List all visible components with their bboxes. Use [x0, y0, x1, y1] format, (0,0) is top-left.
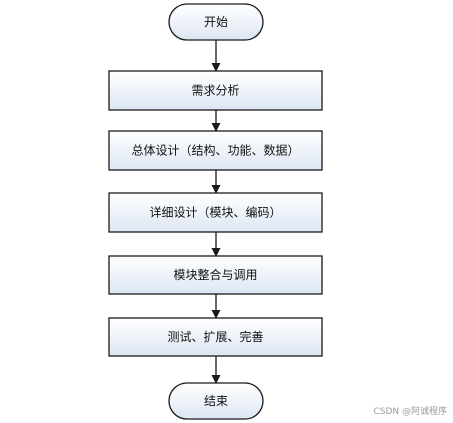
process-step-5: 测试、扩展、完善	[108, 317, 323, 357]
process-step-4: 模块整合与调用	[108, 255, 323, 295]
process-step-3: 详细设计（模块、编码）	[108, 192, 323, 233]
watermark: CSDN @阿诚程序	[373, 407, 447, 417]
step-label: 需求分析	[191, 84, 239, 98]
step-label: 模块整合与调用	[173, 267, 257, 282]
start-node: 开始	[168, 3, 264, 41]
end-label: 结束	[204, 394, 228, 408]
start-label: 开始	[204, 15, 228, 29]
step-label: 总体设计（结构、功能、数据）	[131, 143, 299, 158]
step-label: 详细设计（模块、编码）	[149, 205, 281, 220]
process-step-2: 总体设计（结构、功能、数据）	[108, 130, 323, 171]
process-step-1: 需求分析	[108, 70, 323, 111]
step-label: 测试、扩展、完善	[167, 329, 263, 344]
end-node: 结束	[168, 382, 264, 420]
